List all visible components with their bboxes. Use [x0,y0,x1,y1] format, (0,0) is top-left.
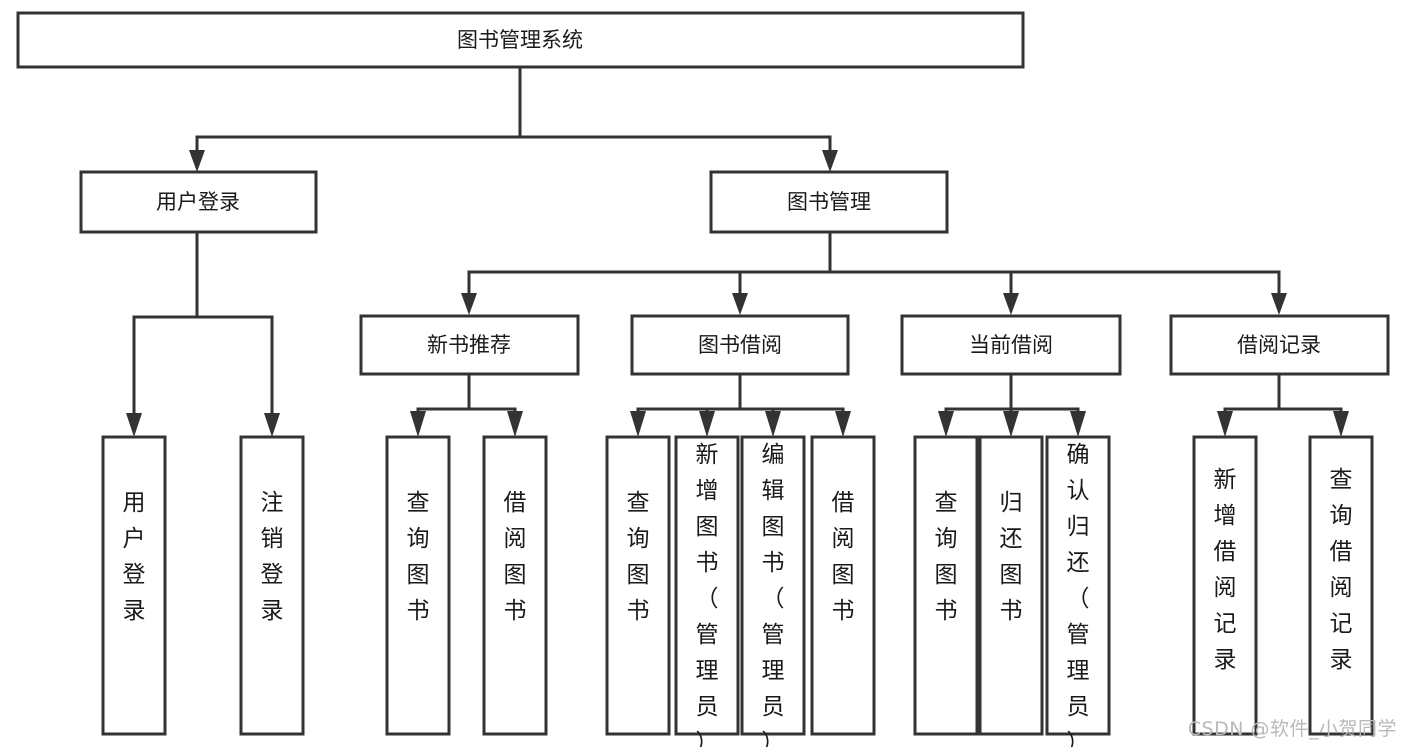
node-leaf-borrow-book-2-box[interactable] [810,435,876,736]
node-leaf-return-book-box[interactable] [978,435,1044,736]
node-leaf-logout-login[interactable]: 注销登录 [239,435,305,736]
node-leaf-add-record-label: 新增借阅记录 [1214,467,1237,673]
node-leaf-add-book-box[interactable] [674,435,740,736]
connector-group-current-borrow [938,372,1086,437]
node-leaf-query-book-1[interactable]: 查询图书 [385,435,451,736]
node-leaf-confirm-return-box[interactable] [1045,435,1111,736]
connector-group-book-manage [461,230,1287,315]
node-book-manage-box[interactable] [709,170,949,234]
node-leaf-user-login-box[interactable] [101,435,167,736]
node-new-book-recommend[interactable]: 新书推荐 [359,314,580,376]
arrow-head-leaf-logout-login [264,413,280,437]
node-leaf-query-book-2[interactable]: 查询图书 [605,435,671,736]
arrow-head-new-book-recommend [461,293,477,315]
csdn-watermark: CSDN @软件_小贺同学 [1187,718,1397,740]
arrow-head-leaf-borrow-book-1 [507,411,523,437]
node-leaf-query-book-3-label: 查询图书 [935,490,958,624]
node-leaf-add-record[interactable]: 新增借阅记录 [1192,435,1258,736]
node-leaf-add-book-label: 新增图书（管理员） [696,442,719,747]
node-leaf-confirm-return-label: 确认归还（管理员） [1067,442,1090,747]
node-leaf-return-book[interactable]: 归还图书 [978,435,1044,736]
node-current-borrow-box[interactable] [900,314,1122,376]
node-book-borrow-label: 图书借阅 [698,333,782,357]
node-leaf-edit-book[interactable]: 编辑图书（管理员） [740,435,806,747]
node-leaf-borrow-book-2-label: 借阅图书 [832,490,855,624]
node-leaf-add-record-box[interactable] [1192,435,1258,736]
node-book-borrow[interactable]: 图书借阅 [630,314,850,376]
node-user-login[interactable]: 用户登录 [79,170,318,234]
arrow-head-leaf-add-book [699,411,715,437]
node-borrow-record-label: 借阅记录 [1237,333,1321,357]
node-root-label: 图书管理系统 [457,28,583,52]
node-new-book-recommend-label: 新书推荐 [427,333,511,357]
node-leaf-user-login[interactable]: 用户登录 [101,435,167,736]
node-leaf-borrow-book-1-box[interactable] [482,435,548,736]
connector-group-book-borrow [630,372,851,437]
node-leaf-query-book-3-box[interactable] [913,435,979,736]
node-borrow-record-box[interactable] [1169,314,1390,376]
node-book-borrow-box[interactable] [630,314,850,376]
connector-group-new-book-recommend [410,372,523,437]
node-borrow-record[interactable]: 借阅记录 [1169,314,1390,376]
node-leaf-edit-book-label: 编辑图书（管理员） [762,442,785,747]
node-leaf-query-record-box[interactable] [1308,435,1374,736]
node-leaf-edit-book-box[interactable] [740,435,806,736]
arrow-head-book-borrow [732,293,748,315]
node-book-manage[interactable]: 图书管理 [709,170,949,234]
node-current-borrow-label: 当前借阅 [969,333,1053,357]
node-user-login-label: 用户登录 [156,190,240,214]
arrow-head-leaf-user-login [126,413,142,437]
arrow-head-leaf-return-book [1003,411,1019,437]
node-leaf-borrow-book-1[interactable]: 借阅图书 [482,435,548,736]
arrow-head-leaf-query-book-1 [410,411,426,437]
node-leaf-add-book[interactable]: 新增图书（管理员） [674,435,740,747]
node-leaf-confirm-return[interactable]: 确认归还（管理员） [1045,435,1111,747]
connector-group-root [189,65,838,172]
node-leaf-query-book-1-label: 查询图书 [407,490,430,624]
node-leaf-query-book-2-label: 查询图书 [627,490,650,624]
arrow-head-borrow-record [1271,293,1287,315]
arrow-head-book-manage [822,150,838,172]
arrow-head-user-login [189,150,205,172]
node-leaf-borrow-book-2[interactable]: 借阅图书 [810,435,876,736]
arrow-head-current-borrow [1003,293,1019,315]
node-root[interactable]: 图书管理系统 [16,11,1025,69]
connector-group-user-login [126,230,280,437]
arrow-head-leaf-add-record [1217,411,1233,437]
arrow-head-leaf-borrow-book-2 [835,411,851,437]
node-leaf-query-book-2-box[interactable] [605,435,671,736]
node-leaf-return-book-label: 归还图书 [1000,490,1023,624]
node-current-borrow[interactable]: 当前借阅 [900,314,1122,376]
arrow-head-leaf-confirm-return [1070,411,1086,437]
node-leaf-logout-login-box[interactable] [239,435,305,736]
node-book-manage-label: 图书管理 [787,190,871,214]
node-new-book-recommend-box[interactable] [359,314,580,376]
node-root-box[interactable] [16,11,1025,69]
node-leaf-query-book-1-box[interactable] [385,435,451,736]
node-leaf-logout-login-label: 注销登录 [261,490,284,624]
arrow-head-leaf-query-record [1333,411,1349,437]
node-leaf-query-book-3[interactable]: 查询图书 [913,435,979,736]
node-leaf-query-record[interactable]: 查询借阅记录 [1308,435,1374,736]
node-leaf-query-record-label: 查询借阅记录 [1330,467,1353,673]
arrow-head-leaf-query-book-3 [938,411,954,437]
arrow-head-leaf-edit-book [765,411,781,437]
connector-group-borrow-record [1217,372,1349,437]
node-user-login-box[interactable] [79,170,318,234]
node-leaf-borrow-book-1-label: 借阅图书 [504,490,527,624]
arrow-head-leaf-query-book-2 [630,411,646,437]
node-leaf-user-login-label: 用户登录 [123,490,146,624]
